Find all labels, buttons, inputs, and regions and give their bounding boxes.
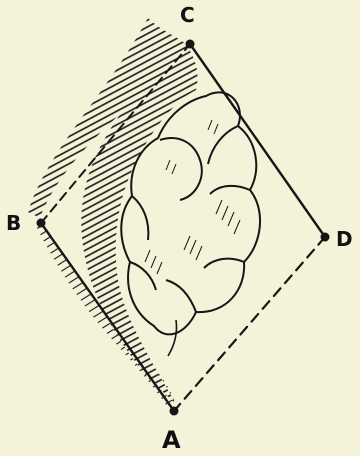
vertex-dot-d (321, 233, 330, 242)
vertex-label-d: D (336, 227, 353, 251)
vertex-dot-b (37, 219, 46, 228)
vertex-dot-a (170, 407, 179, 416)
vertex-dot-c (186, 40, 195, 49)
vertex-label-b: B (6, 211, 21, 235)
vertex-label-a: A (162, 426, 181, 454)
vertex-label-c: C (180, 3, 195, 27)
